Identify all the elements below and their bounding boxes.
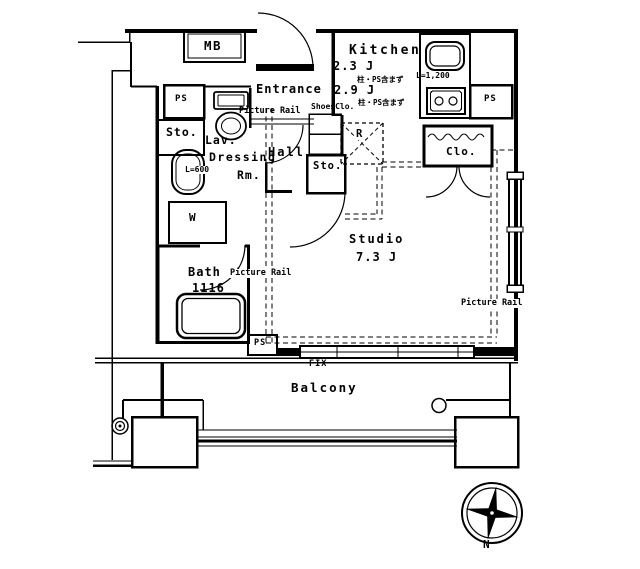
entrance-label: Entrance (256, 82, 322, 96)
meter-box (183, 29, 246, 63)
kitchen-sink-icon (425, 41, 465, 71)
hall-studio-door-arc (289, 191, 346, 248)
pipe-space-lower-box (247, 334, 278, 356)
picture-rail-label-left: Picture Rail (229, 268, 293, 278)
dressing-room-label-2: Rm. (237, 168, 261, 182)
fix-window (299, 345, 475, 359)
dressing-room-label-1: Dressing (209, 150, 277, 164)
drain-circle-icon (431, 397, 447, 414)
closet-detail (425, 133, 491, 198)
walls (78, 29, 518, 460)
meter-box-label: MB (204, 38, 223, 53)
balcony-structure (93, 362, 520, 469)
compass-north-label: N (483, 538, 491, 551)
closet-label: Clo. (446, 145, 477, 158)
balcony-pillar-left (130, 415, 199, 469)
folding-door-arc (458, 165, 491, 198)
shoes-closet-label: ShoesClo. (311, 102, 355, 111)
side-window (506, 171, 524, 293)
bath-label: Bath (188, 265, 221, 279)
pipe-space-upper-left-box (162, 83, 206, 120)
picture-rail-label-right: Picture Rail (460, 298, 524, 308)
stove-burners-icon (434, 96, 458, 106)
kitchen-area-1-label: 2.3 J (333, 59, 375, 73)
ps-label-lower: PS (254, 338, 267, 348)
compass-icon (461, 482, 523, 544)
refrigerator-label: R (355, 128, 365, 140)
bathtub-icon (175, 292, 247, 340)
bath-size-label: 1116 (192, 281, 225, 295)
picture-rail-label-entrance: Picture Rail (239, 106, 301, 116)
shoes-closet-box (308, 133, 342, 155)
closet-box (422, 124, 494, 168)
studio-label: Studio (349, 232, 405, 246)
washer-label: W (189, 211, 197, 224)
kitchen-counter-icon (419, 33, 471, 119)
kitchen-note-2: 柱・PS含まず (358, 98, 405, 107)
ps-label-upper-right: PS (484, 94, 497, 104)
toilet-icon (213, 91, 249, 141)
fix-window-label: FIX (309, 359, 328, 369)
storage-hall-box (305, 153, 347, 195)
drain-icons (111, 397, 447, 435)
fixture-boxes (156, 29, 514, 356)
ps-label-upper-left: PS (175, 94, 188, 104)
storage-hall-label: Sto. (313, 160, 343, 172)
refrigerator-space-icon (340, 122, 384, 165)
entrance-door-icon (256, 12, 314, 71)
lavatory-label: Lav. (205, 133, 237, 147)
folding-door-arc (425, 165, 458, 198)
counter-length-label: L=1,200 (416, 71, 450, 80)
storage-left-label: Sto. (166, 125, 198, 139)
balcony-label: Balcony (291, 380, 358, 395)
kitchen-area-2-label: 2.9 J (334, 83, 376, 97)
hanger-pipe-icon (427, 133, 485, 141)
kitchen-label: Kitchen (349, 43, 422, 58)
stove-icon (426, 87, 466, 115)
hall-label: Hall (268, 145, 305, 159)
balcony-pillar-right (453, 415, 520, 469)
studio-area-label: 7.3 J (356, 250, 398, 264)
washer-box (168, 201, 227, 244)
kitchen-note-1: 柱・PS含まず (357, 75, 404, 84)
drain-spiral-icon (111, 417, 129, 435)
basin-length-label: L=600 (184, 165, 211, 174)
